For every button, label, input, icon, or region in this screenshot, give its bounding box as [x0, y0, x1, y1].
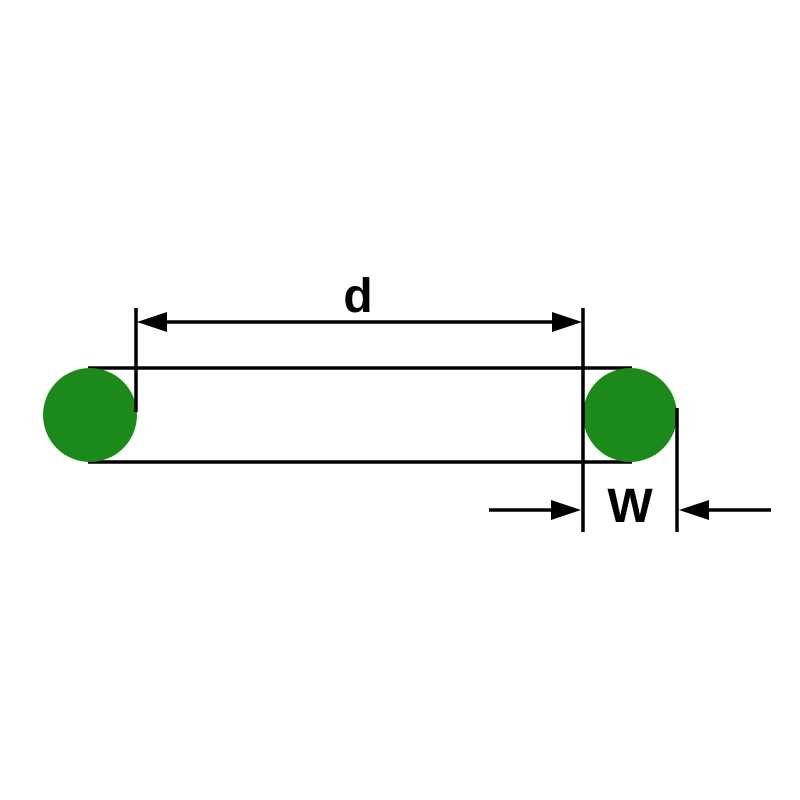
- diameter-label: d: [343, 270, 372, 323]
- width-arrowhead-right: [679, 500, 709, 520]
- diameter-arrowhead-left: [137, 312, 167, 332]
- width-label: W: [607, 480, 653, 533]
- diameter-arrowhead-right: [552, 312, 582, 332]
- oring-cross-section-left: [43, 368, 137, 462]
- width-arrowhead-left: [551, 500, 581, 520]
- oring-cross-section-right: [583, 368, 677, 462]
